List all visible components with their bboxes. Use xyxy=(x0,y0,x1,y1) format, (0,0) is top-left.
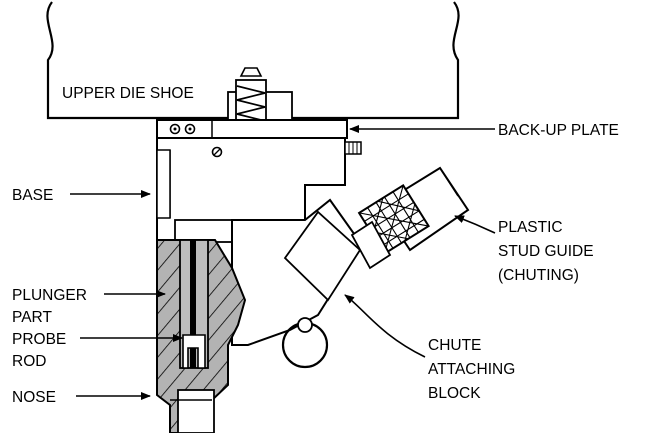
label-plastic-line-3: (CHUTING) xyxy=(498,267,579,284)
label-plunger: PLUNGER xyxy=(12,287,87,304)
chute-attaching-block xyxy=(231,198,364,369)
upper-die-shoe xyxy=(46,1,460,123)
label-chute-line-2: ATTACHING xyxy=(428,361,515,378)
label-plastic-line-1: PLASTIC xyxy=(498,219,563,236)
label-part-probe-rod-1: PART xyxy=(12,309,52,326)
label-base: BASE xyxy=(12,187,53,204)
label-back-up-plate: BACK-UP PLATE xyxy=(498,122,619,139)
label-nose: NOSE xyxy=(12,389,56,406)
label-part-probe-rod-2: PROBE xyxy=(12,331,66,348)
label-upper-die-shoe: UPPER DIE SHOE xyxy=(62,85,194,102)
leader-lines xyxy=(70,125,496,400)
plunger-nose-assembly xyxy=(156,239,247,433)
label-plastic-line-2: STUD GUIDE xyxy=(498,243,594,260)
label-chute-line-3: BLOCK xyxy=(428,385,481,402)
plastic-stud-guide xyxy=(350,166,470,270)
base-block xyxy=(156,137,362,243)
label-part-probe-rod-3: ROD xyxy=(12,353,46,370)
label-chute-line-1: CHUTE xyxy=(428,337,481,354)
back-up-plate xyxy=(156,119,348,139)
